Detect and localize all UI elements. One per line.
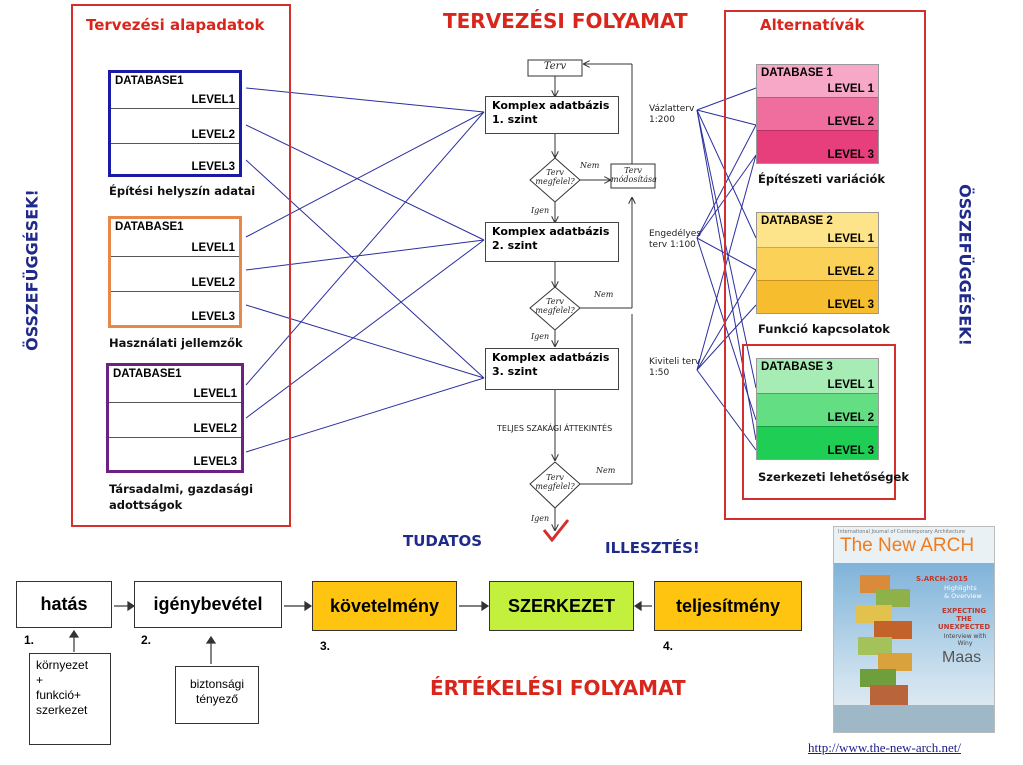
igen-label-1: Igen bbox=[531, 206, 550, 215]
nem-label-2: Nem bbox=[594, 290, 614, 299]
eval-number-3: 3. bbox=[320, 639, 331, 653]
terv-start: Terv bbox=[543, 61, 567, 72]
eval-number-4: 4. bbox=[663, 639, 674, 653]
evaluation-arrows bbox=[68, 600, 652, 664]
planning-data-title: Tervezési alapadatok bbox=[86, 16, 265, 34]
usage-caption: Használati jellemzők bbox=[109, 336, 243, 350]
eval-number-1: 1. bbox=[24, 633, 35, 647]
eval-impact: hatás bbox=[16, 581, 112, 628]
magazine-title: The New ARCH bbox=[840, 535, 975, 556]
structural-highlight-box bbox=[742, 344, 896, 500]
website-link[interactable]: http://www.the-new-arch.net/ bbox=[808, 740, 961, 755]
igen-label-3: Igen bbox=[531, 514, 550, 523]
alt-caption-2: Funkció kapcsolatok bbox=[758, 322, 890, 336]
alt-caption-1: Építészeti variációk bbox=[758, 172, 886, 186]
planning-process-title: TERVEZÉSI FOLYAMAT bbox=[443, 9, 688, 33]
nem-label-1: Nem bbox=[580, 161, 600, 170]
alternatives-title: Alternatívák bbox=[760, 16, 865, 34]
nem-label-3: Nem bbox=[596, 466, 616, 475]
tower-illustration bbox=[856, 575, 914, 715]
impact-note: környezet+funkció+szerkezet bbox=[29, 653, 111, 745]
alt-caption-3: Szerkezeti lehetőségek bbox=[758, 470, 909, 484]
tudatos-label: TUDATOS bbox=[403, 532, 483, 550]
socioeconomic-caption: Társadalmi, gazdasági adottságok bbox=[109, 482, 254, 512]
magazine-cover[interactable]: International Journal of Contemporary Ar… bbox=[833, 526, 995, 733]
evaluation-process-title: ÉRTÉKELÉSI FOLYAMAT bbox=[430, 676, 686, 700]
eval-structure: SZERKEZET bbox=[489, 581, 634, 631]
flowchart-graphic bbox=[527, 59, 656, 542]
alternatives-panel bbox=[724, 10, 926, 520]
eval-load: igénybevétel bbox=[134, 581, 282, 628]
review-label: TELJES SZAKÁGI ÁTTEKINTÉS bbox=[497, 424, 613, 433]
eval-number-2: 2. bbox=[141, 633, 152, 647]
site-data-caption: Építési helyszín adatai bbox=[109, 184, 256, 198]
eval-requirement: követelmény bbox=[312, 581, 457, 631]
eval-performance: teljesítmény bbox=[654, 581, 802, 631]
planning-data-panel bbox=[71, 4, 291, 527]
illesztes-label: ILLESZTÉS! bbox=[605, 539, 700, 557]
osszefuggesek-left: ÖSSZEFÜGGÉSEK! bbox=[22, 189, 42, 351]
osszefuggesek-right: ÖSSZEFÜGGÉSEK! bbox=[955, 184, 975, 346]
igen-label-2: Igen bbox=[531, 332, 550, 341]
check-icon bbox=[542, 519, 570, 542]
